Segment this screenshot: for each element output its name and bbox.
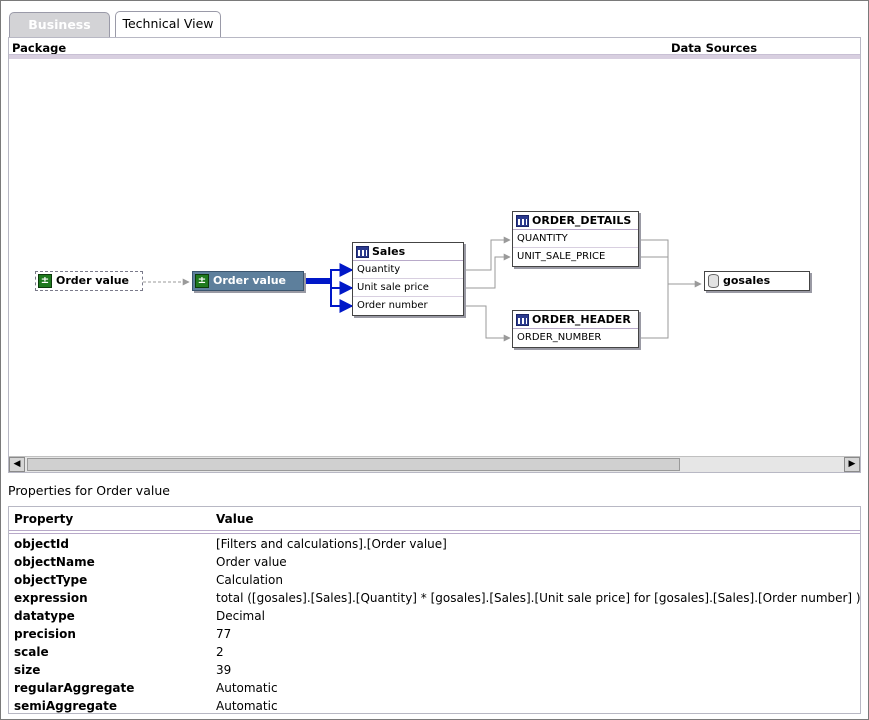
properties-table: Property Value objectId [Filters and calc… (8, 506, 861, 714)
order-header-title-label: ORDER_HEADER (532, 313, 631, 326)
sales-row-quantity[interactable]: Quantity (353, 261, 463, 279)
property-value: Calculation (216, 573, 283, 587)
link-order-number-to-order-header (464, 305, 511, 342)
property-value: Automatic (216, 699, 278, 713)
source-calculation-label: Order value (56, 274, 130, 287)
selected-calculation-node[interactable]: ± Order value (192, 271, 304, 291)
calculation-icon: ± (38, 274, 52, 288)
link-unit-price-to-order-details (464, 253, 511, 289)
property-value: 77 (216, 627, 232, 641)
property-key: expression (14, 591, 88, 605)
property-row[interactable]: semiAggregate Automatic (9, 697, 860, 715)
properties-header-divider (9, 530, 860, 534)
sales-title-label: Sales (372, 245, 406, 258)
property-key: size (14, 663, 41, 677)
source-calculation-node[interactable]: ± Order value (35, 271, 143, 291)
order-header-title: ORDER_HEADER (513, 311, 638, 329)
link-order-header-to-gosales (641, 284, 669, 339)
scroll-thumb[interactable] (27, 458, 680, 471)
order-header-row-order-number[interactable]: ORDER_NUMBER (517, 332, 602, 343)
properties-header: Property Value (9, 507, 860, 531)
table-icon (516, 215, 529, 227)
scroll-right-button[interactable]: ▶ (844, 457, 860, 472)
calculation-icon: ± (195, 274, 209, 288)
selected-calculation-label: Order value (213, 274, 287, 287)
property-value: total ([gosales].[Sales].[Quantity] * [g… (216, 591, 861, 605)
property-value: Order value (216, 555, 287, 569)
link-order-details-to-gosales (641, 239, 702, 288)
property-column-header[interactable]: Property (14, 512, 74, 526)
property-row[interactable]: objectName Order value (9, 553, 860, 571)
tab-technical-view[interactable]: Technical View (115, 11, 221, 38)
property-key: scale (14, 645, 49, 659)
property-value: Automatic (216, 681, 278, 695)
datasource-gosales-node[interactable]: gosales (704, 271, 810, 291)
property-key: regularAggregate (14, 681, 135, 695)
property-value: 39 (216, 663, 232, 677)
property-row[interactable]: datatype Decimal (9, 607, 860, 625)
order-details-title-label: ORDER_DETAILS (532, 214, 632, 227)
order-details-title: ORDER_DETAILS (513, 212, 638, 230)
property-row[interactable]: precision 77 (9, 625, 860, 643)
property-key: objectType (14, 573, 88, 587)
data-sources-column-header: Data Sources (671, 41, 758, 55)
property-value: 2 (216, 645, 224, 659)
property-key: datatype (14, 609, 75, 623)
sales-row-order-number[interactable]: Order number (357, 300, 428, 311)
property-row[interactable]: objectType Calculation (9, 571, 860, 589)
sales-row-unit-sale-price[interactable]: Unit sale price (353, 279, 463, 297)
database-icon (708, 274, 719, 288)
scroll-left-button[interactable]: ◀ (9, 457, 25, 472)
property-row[interactable]: size 39 (9, 661, 860, 679)
order-header-table[interactable]: ORDER_HEADER ORDER_NUMBER (512, 310, 639, 348)
property-value: [Filters and calculations].[Order value] (216, 537, 447, 551)
property-key: semiAggregate (14, 699, 117, 713)
order-details-row-quantity[interactable]: QUANTITY (513, 230, 638, 248)
value-column-header[interactable]: Value (216, 512, 254, 526)
link-calc-to-order-number (305, 282, 354, 313)
header-divider (9, 54, 860, 59)
property-value: Decimal (216, 609, 265, 623)
property-key: objectId (14, 537, 69, 551)
datasource-label: gosales (723, 274, 771, 287)
sales-title: Sales (353, 243, 463, 261)
sales-query-subject[interactable]: Sales Quantity Unit sale price Order num… (352, 242, 464, 316)
horizontal-scrollbar[interactable]: ◀ ▶ (9, 456, 860, 472)
property-key: objectName (14, 555, 95, 569)
properties-rows: objectId [Filters and calculations].[Orde… (9, 535, 861, 715)
property-row[interactable]: objectId [Filters and calculations].[Orde… (9, 535, 860, 553)
order-details-table[interactable]: ORDER_DETAILS QUANTITY UNIT_SALE_PRICE (512, 211, 639, 267)
tab-business-view[interactable]: Business View (9, 12, 110, 56)
property-row[interactable]: expression total ([gosales].[Sales].[Quan… (9, 589, 861, 607)
table-icon (356, 246, 369, 258)
link-quantity-to-order-details (464, 236, 511, 271)
property-row[interactable]: regularAggregate Automatic (9, 679, 860, 697)
table-icon (516, 314, 529, 326)
link-calc-to-quantity (305, 263, 354, 280)
properties-title: Properties for Order value (8, 483, 170, 498)
property-key: precision (14, 627, 76, 641)
lineage-links (143, 236, 702, 342)
package-column-header: Package (12, 41, 67, 55)
property-row[interactable]: scale 2 (9, 643, 860, 661)
order-details-row-unit-sale-price[interactable]: UNIT_SALE_PRICE (517, 251, 606, 262)
lineage-diagram-panel: Package Data Sources (8, 37, 861, 473)
